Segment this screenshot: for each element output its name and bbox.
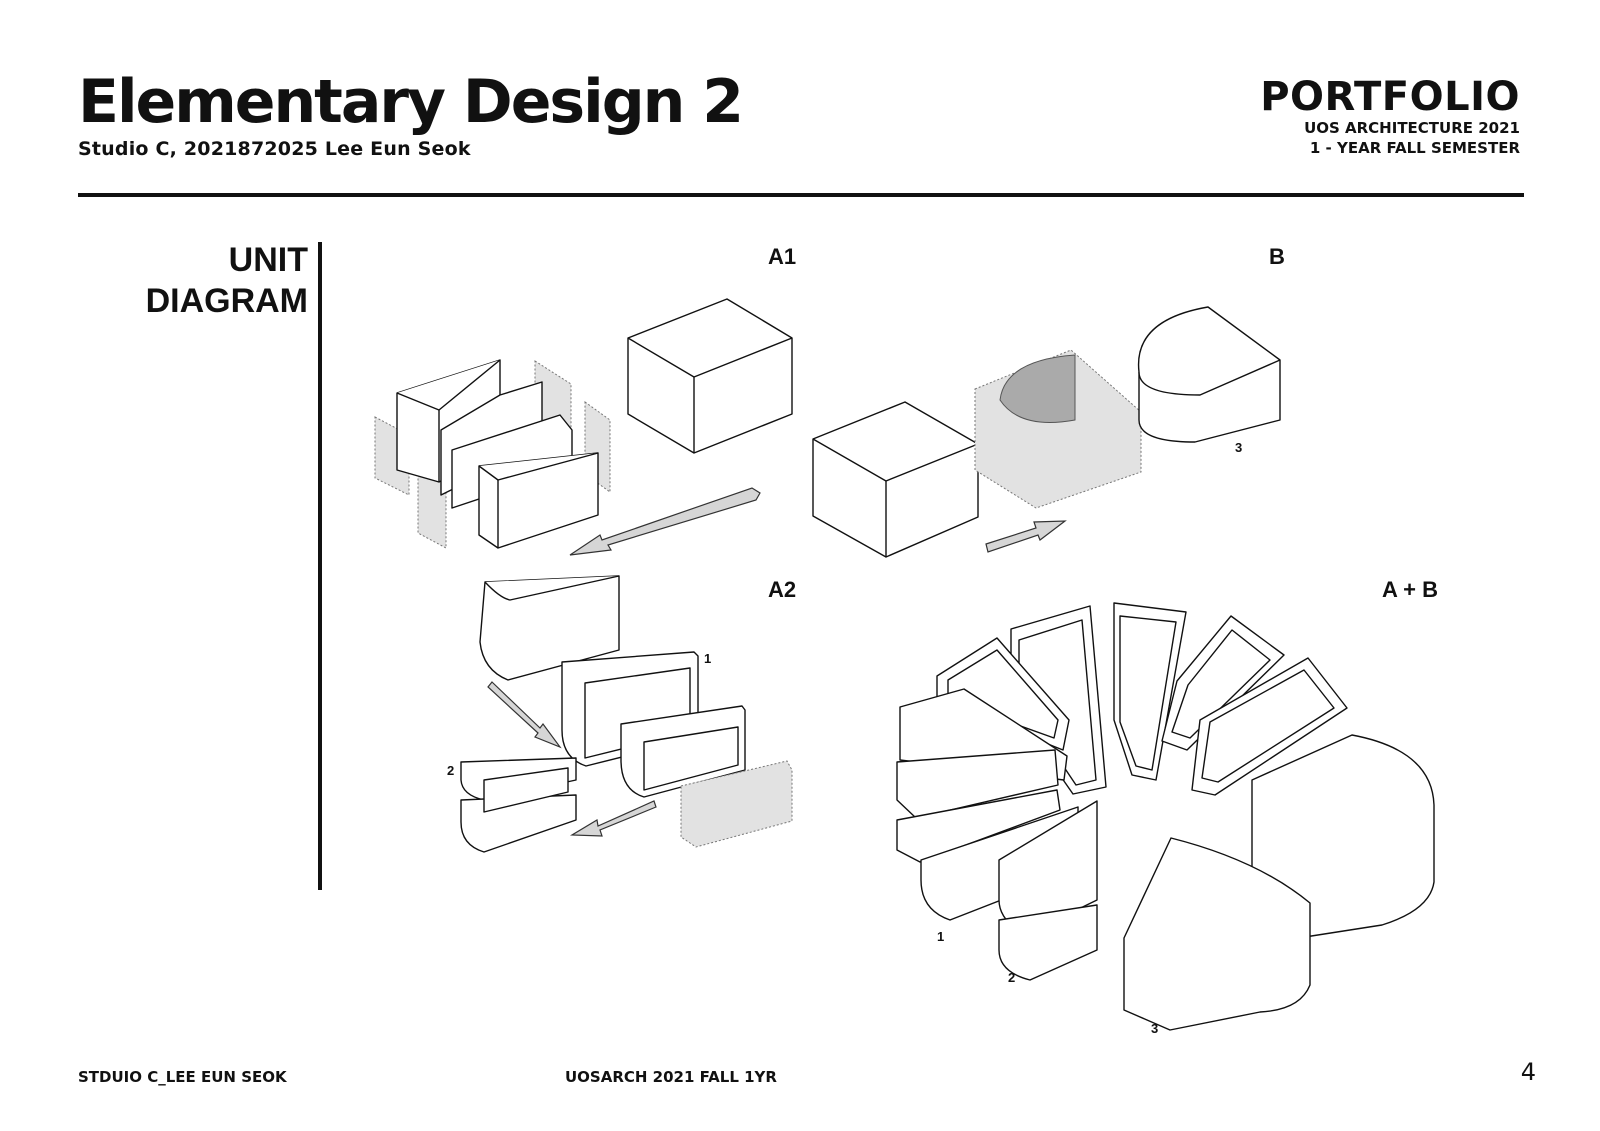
callout-a2-1: 1: [704, 651, 712, 666]
a1-box: [627, 298, 793, 454]
callout-ab-3: 3: [1151, 1021, 1159, 1036]
semester-label: 1 - YEAR FALL SEMESTER: [1309, 139, 1520, 158]
header-divider: [78, 193, 1524, 197]
section-title-line-1: UNIT: [228, 241, 308, 279]
a2-arrow-down: [487, 681, 562, 749]
footer-center: UOSARCH 2021 FALL 1YR: [565, 1068, 777, 1086]
b-rounded-block: [1137, 306, 1281, 443]
a1-arrow: [569, 487, 761, 556]
panel-label-ab: A + B: [1382, 577, 1439, 602]
callout-ab-1: 1: [937, 929, 945, 944]
portfolio-heading: PORTFOLIO: [1260, 74, 1520, 120]
portfolio-block: PORTFOLIO UOS ARCHITECTURE 2021 1 - YEAR…: [1260, 76, 1520, 159]
callout-b-3: 3: [1235, 440, 1243, 455]
footer-left: STDUIO C_LEE EUN SEOK: [78, 1068, 287, 1086]
b-source-box: [812, 401, 979, 558]
b-arrow: [985, 520, 1067, 553]
ab-radial-assembly: [896, 602, 1435, 1031]
panel-label-a2: A2: [768, 577, 797, 602]
callout-ab-2: 2: [1008, 970, 1016, 985]
a1-exploded-wedges: [374, 359, 611, 549]
a2-solid-wedge: [479, 575, 620, 681]
program-label: UOS ARCHITECTURE 2021: [1304, 119, 1520, 137]
a2-frame-unit-2: [460, 757, 577, 853]
b-cut-box: [974, 349, 1142, 509]
panel-label-b: B: [1269, 244, 1285, 269]
page-subtitle: Studio C, 2021872025 Lee Eun Seok: [78, 138, 471, 160]
a2-ghost-wedge: [680, 760, 793, 848]
callout-a2-2: 2: [447, 763, 455, 778]
a2-frame-unit-mid: [620, 705, 746, 798]
page-number: 4: [1520, 1058, 1536, 1086]
section-title-line-2: DIAGRAM: [145, 282, 308, 321]
panel-label-a1: A1: [768, 244, 797, 269]
section-title: UNIT DIAGRAM: [146, 240, 308, 323]
section-divider: [318, 242, 322, 890]
page-title: Elementary Design 2: [78, 67, 744, 137]
a2-arrow-left: [569, 800, 657, 837]
